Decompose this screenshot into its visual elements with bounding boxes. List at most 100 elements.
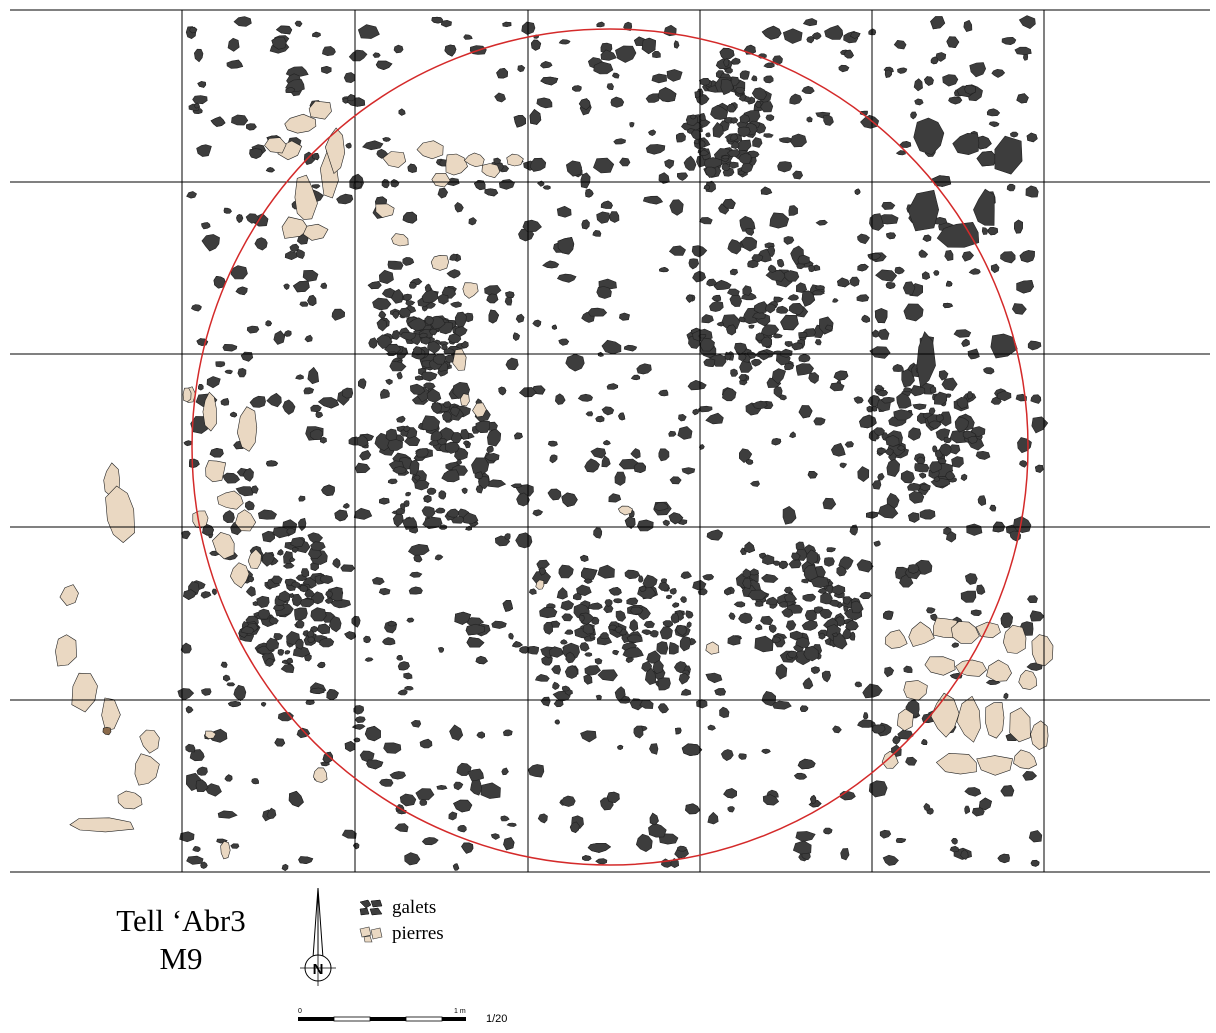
galet-stone [977, 495, 987, 506]
galet-stone [994, 135, 1023, 175]
galet-stone [988, 121, 1000, 128]
galet-stone [610, 96, 625, 108]
galet-stone [230, 265, 248, 280]
galet-stone [396, 507, 406, 515]
galet-stone [503, 837, 515, 851]
galet-stone [854, 188, 861, 196]
galet-stone [961, 251, 974, 262]
galet-stone [183, 440, 193, 447]
galet-stone [680, 596, 687, 604]
galet-stone [919, 509, 936, 520]
galet-stone [788, 559, 802, 569]
galet-stone [421, 371, 438, 382]
galet-stone [914, 98, 924, 106]
galet-stone [954, 416, 970, 433]
galet-stone [505, 291, 515, 299]
galet-stone [832, 632, 848, 650]
galet-stone [1000, 251, 1016, 264]
galet-stone [709, 300, 724, 312]
galet-stone [230, 843, 240, 849]
galet-stone [1025, 185, 1039, 198]
galet-stone [778, 137, 793, 144]
galet-stone [407, 543, 430, 557]
galet-stone [701, 314, 714, 324]
galet-stone [233, 684, 247, 702]
galet-stone [797, 758, 816, 770]
galet-stone [326, 688, 339, 701]
galet-stone [658, 389, 669, 397]
galet-stone [593, 61, 614, 75]
galet-stone [407, 163, 417, 173]
galet-stone [288, 790, 304, 808]
galet-stone [700, 337, 715, 352]
galet-stone [680, 571, 692, 580]
galet-stone [580, 567, 598, 581]
galet-stone [557, 236, 575, 255]
galet-stone [421, 837, 439, 846]
galet-stone [630, 448, 641, 459]
legend-item-pierres: pierres [358, 921, 444, 947]
galet-stone [678, 413, 687, 422]
galet-stone [884, 448, 894, 456]
galet-stone [683, 155, 697, 171]
galet-stone [378, 310, 387, 319]
galet-stone [353, 507, 373, 520]
galet-stone [913, 78, 923, 92]
galet-stone [922, 234, 932, 242]
galet-stone [303, 387, 315, 395]
galet-stone [421, 506, 436, 518]
galet-stone [824, 24, 844, 40]
galet-stone [650, 630, 659, 638]
galet-stone [882, 854, 899, 866]
galet-stone [941, 377, 958, 391]
galet-stone [273, 633, 284, 641]
galet-stone [952, 132, 980, 156]
galet-stone [903, 665, 913, 673]
galet-stone [399, 793, 417, 807]
galet-stone [325, 590, 333, 599]
galet-stone [296, 620, 305, 629]
galet-stone [643, 620, 655, 629]
pierre-stone [302, 223, 329, 241]
galet-stone [795, 831, 816, 843]
galet-stone [638, 575, 644, 583]
galet-stone [265, 657, 274, 667]
galet-stone [731, 140, 740, 150]
pierre-stone [935, 752, 977, 775]
galet-stone [845, 619, 859, 631]
galet-stone [929, 385, 937, 394]
galet-stone [976, 584, 986, 595]
galet-stone [838, 556, 854, 570]
galet-stone [491, 620, 507, 629]
galet-stone [942, 74, 959, 87]
galet-stone [860, 114, 880, 129]
galet-stone [431, 16, 443, 24]
galet-stone [983, 367, 995, 375]
galet-stone [244, 500, 255, 511]
galet-stone [498, 179, 515, 190]
galet-stone [796, 262, 806, 270]
galet-stone [754, 101, 762, 108]
galet-stone [185, 705, 194, 714]
pierre-stone [105, 485, 136, 543]
galet-stone [744, 96, 751, 103]
galet-stone [224, 369, 233, 375]
galet-stone [371, 576, 385, 586]
galet-stone [933, 391, 948, 405]
galet-stone [943, 437, 952, 444]
galet-stone [540, 76, 559, 86]
galet-stone [1029, 610, 1045, 622]
galet-stone [960, 473, 968, 482]
galet-stone [319, 638, 335, 648]
galet-stone [829, 599, 840, 607]
galet-stone [707, 724, 716, 731]
galet-stone [242, 467, 254, 482]
north-letter: N [313, 961, 324, 978]
galet-stone [372, 297, 392, 311]
galet-stone [551, 665, 562, 675]
galet-stone [842, 596, 852, 605]
galet-stone [302, 269, 319, 282]
galet-stone [1016, 280, 1034, 294]
galet-stone [505, 357, 519, 371]
galet-stone [963, 19, 973, 32]
